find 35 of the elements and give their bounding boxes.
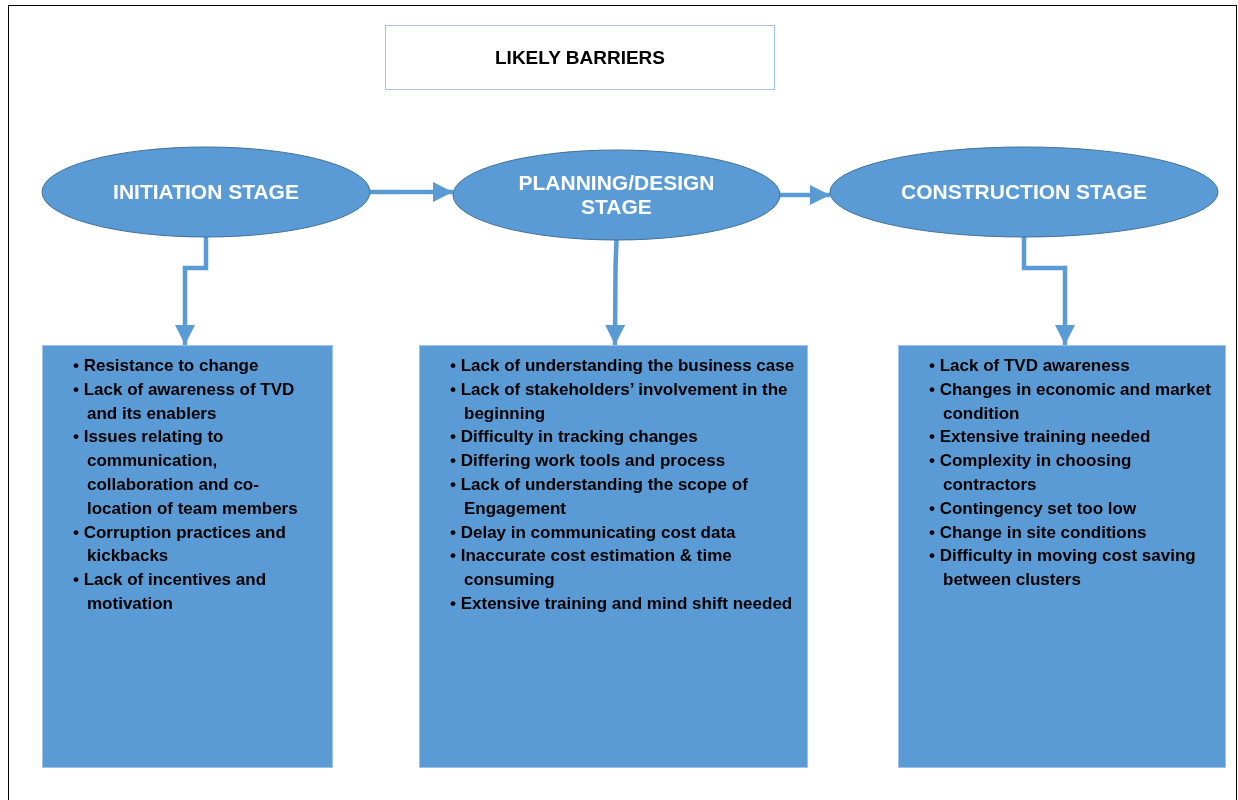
barrier-item: • Difficulty in moving cost saving between clusters (929, 545, 1197, 592)
barrier-item: • Lack of TVD awareness (929, 355, 1131, 377)
barrier-item: • Differing work tools and process (450, 450, 727, 473)
barrier-item: • Extensive training needed (929, 426, 1152, 449)
stage-ellipse (830, 147, 1218, 237)
arrow (605, 239, 626, 345)
barrier-item: • Lack of awareness of TVD and its enablers (73, 378, 296, 425)
barrier-list-box (419, 345, 808, 768)
arrow (780, 184, 830, 206)
barrier-item: • Extensive training and mind shift needed (450, 592, 794, 615)
barrier-item: • Corruption practices and kickbacks (73, 521, 287, 568)
arrow (1021, 237, 1076, 345)
barrier-list-box (898, 345, 1226, 768)
barrier-item: • Inaccurate cost estimation & time consuming (450, 545, 733, 592)
stage-ellipse (42, 147, 370, 237)
barrier-item: • Complexity in choosing contractors (929, 450, 1133, 496)
stage-label: CONSTRUCTION STAGE (901, 180, 1147, 204)
barrier-list-box (42, 345, 333, 768)
barrier-item: • Contingency set too low (929, 497, 1138, 520)
barrier-item: • Lack of stakeholders’ involvement in the beginning (450, 378, 789, 425)
stage-label: INITIATION STAGE (113, 180, 299, 204)
barrier-item: • Lack of understanding the scope of Engagement (450, 474, 749, 520)
stage-ellipse (453, 150, 780, 240)
barrier-item: • Changes in economic and market condition (929, 378, 1212, 425)
barrier-item: • Change in site conditions (929, 521, 1148, 544)
barrier-item: • Difficulty in tracking changes (450, 426, 699, 449)
arrow (174, 237, 209, 345)
arrow (370, 181, 453, 203)
barrier-item: • Resistance to change (73, 355, 260, 377)
barrier-item: • Issues relating to communication, collaboration and co-location of team members (73, 426, 299, 520)
barrier-item: • Lack of incentives and motivation (73, 569, 267, 615)
title-box: LIKELY BARRIERS (385, 25, 775, 90)
stage-label: PLANNING/DESIGN STAGE (517, 171, 716, 219)
barrier-item: • Lack of understanding the business case (450, 355, 796, 377)
barrier-item: • Delay in communicating cost data (450, 521, 737, 544)
